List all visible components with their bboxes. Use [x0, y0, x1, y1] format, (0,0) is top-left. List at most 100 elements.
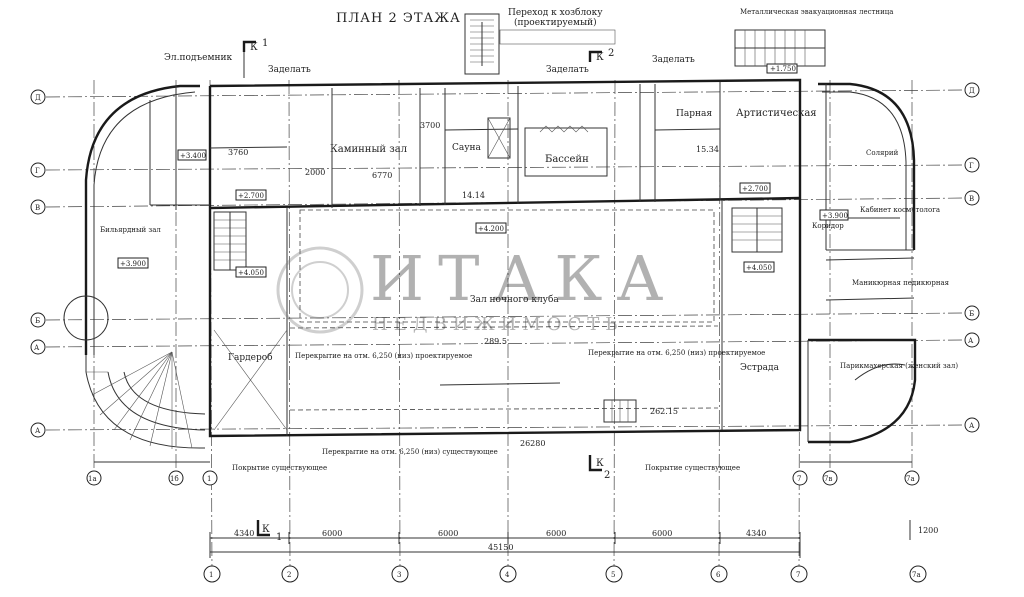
dimension-text: 15.34	[696, 145, 719, 154]
dimension-text: 26280	[520, 439, 545, 448]
svg-text:1: 1	[262, 38, 268, 49]
watermark-text: ИТАКА	[370, 242, 677, 315]
wing-axis-bubbles-right: 7 7в 7а	[792, 461, 920, 486]
watermark-logo: ИТАКА НЕДВИЖИМОСТЬ	[276, 242, 677, 335]
dimension-span: 6000	[652, 529, 672, 538]
svg-text:1б: 1б	[170, 475, 179, 483]
svg-text:1а: 1а	[88, 475, 97, 483]
note-perekrytie-exist: Перекрытие на отм. 6,250 (низ) существую…	[322, 448, 498, 456]
svg-text:Б: Б	[969, 310, 974, 318]
watermark-subtext: НЕДВИЖИМОСТЬ	[372, 314, 623, 335]
building-walls	[208, 78, 802, 438]
svg-text:В: В	[35, 204, 40, 212]
svg-text:5: 5	[611, 571, 615, 579]
note-perekrytie-proj-1: Перекрытие на отм. 6,250 (низ) проектиру…	[295, 352, 472, 360]
level-mark: +3.900	[822, 212, 848, 220]
svg-text:А: А	[34, 344, 40, 352]
level-mark: +4.200	[478, 225, 504, 233]
note-perekrytie-proj-2: Перекрытие на отм. 6,250 (низ) проектиру…	[588, 349, 765, 357]
svg-text:К: К	[596, 52, 604, 63]
room-parikmakher: Парикмахерская (женский зал)	[840, 362, 958, 370]
svg-text:7а: 7а	[912, 571, 921, 579]
dimension-text: 3700	[420, 121, 440, 130]
dimension-text: 3760	[228, 148, 248, 157]
room-manikur: Маникюрная педикюрная	[852, 279, 950, 287]
dimension-span: 6000	[546, 529, 566, 538]
room-sauna: Сауна	[452, 143, 482, 153]
note-perekhod: Переход к хозблоку	[508, 7, 603, 18]
svg-text:А: А	[35, 427, 41, 435]
left-wing-walls	[84, 84, 210, 372]
plan-title: ПЛАН 2 ЭТАЖА	[336, 11, 461, 26]
note-pokrytie-1: Покрытие существующее	[232, 464, 327, 472]
level-mark: +2.700	[238, 192, 264, 200]
svg-text:К: К	[596, 458, 604, 469]
stair-club-small	[603, 399, 637, 423]
svg-text:7а: 7а	[906, 475, 915, 483]
room-garderob: Гардероб	[228, 352, 273, 363]
pool: Бассейн	[524, 125, 608, 177]
level-mark: +3.900	[120, 260, 146, 268]
club-hall-overlays	[213, 209, 719, 431]
svg-text:1: 1	[207, 475, 211, 483]
dimension-text: 289.5	[484, 337, 507, 346]
svg-text:4: 4	[505, 571, 510, 579]
section-mark-k2-bottom: К 2	[588, 455, 610, 481]
metal-evacuation-stair: +1.750	[734, 29, 826, 74]
stair-left-block	[213, 211, 247, 271]
dimension-total: 45150	[488, 543, 513, 552]
svg-text:Г: Г	[969, 162, 974, 170]
note-zadelat-2: Заделать	[546, 65, 589, 75]
room-koridor: Коридор	[812, 222, 844, 230]
svg-text:К: К	[262, 524, 270, 535]
sauna-shaft	[487, 117, 511, 159]
room-zal-klub: Зал ночного клуба	[470, 294, 559, 305]
section-mark-k2-top: К 2	[588, 48, 614, 63]
svg-text:Д: Д	[969, 87, 975, 95]
dimension-text: 14.14	[462, 191, 485, 200]
level-1750: +1.750	[770, 65, 796, 73]
dimension-text: 262.15	[650, 407, 678, 416]
note-zadelat-1: Заделать	[268, 65, 311, 75]
svg-text:6: 6	[716, 571, 721, 579]
dimension-span: 4340	[234, 529, 254, 538]
note-metal-stair: Металлическая эвакуационная лестница	[740, 8, 893, 16]
dimension-right-ext: 1200	[918, 526, 938, 535]
svg-text:А: А	[969, 422, 975, 430]
section-mark-k1-top: К 1	[242, 38, 268, 78]
svg-text:2: 2	[287, 571, 291, 579]
note-el-podyemnik: Эл.подъемник	[164, 53, 232, 63]
level-mark: +2.700	[742, 185, 768, 193]
right-axis-letters: Д Г В Б А А	[964, 82, 980, 433]
svg-text:7: 7	[796, 571, 800, 579]
level-mark: +3.400	[180, 152, 206, 160]
svg-text:Б: Б	[35, 317, 40, 325]
room-kaminny: Каминный зал	[330, 144, 407, 155]
dimension-span: 4340	[746, 529, 766, 538]
svg-text:В: В	[969, 195, 974, 203]
svg-text:А: А	[968, 337, 974, 345]
svg-text:Д: Д	[35, 94, 41, 102]
section-mark-k1-bottom: К 1	[256, 520, 282, 543]
note-pokrytie-2: Покрытие существующее	[645, 464, 740, 472]
level-marks: +2.700 +2.700 +3.900 +4.200 +4.050 +4.05…	[117, 149, 849, 278]
note-zadelat-3: Заделать	[652, 55, 695, 65]
dimension-text: 6770	[372, 171, 392, 180]
note-perekhod-sub: (проектируемый)	[514, 17, 597, 28]
level-mark: +4.050	[238, 269, 264, 277]
svg-text:7в: 7в	[824, 475, 832, 483]
room-solyariy: Солярий	[866, 149, 899, 157]
svg-text:К: К	[250, 42, 258, 53]
svg-text:1: 1	[209, 571, 213, 579]
svg-text:3: 3	[397, 571, 401, 579]
svg-text:2: 2	[608, 48, 614, 59]
left-axis-letters: Д Г В Б А А	[30, 89, 46, 438]
bottom-dimension-chain: 4340 6000 6000 6000 6000 4340 45150 1200	[209, 520, 938, 558]
bottom-axis-bubbles: 1 2 3 4 5 6 7 7а	[203, 565, 927, 583]
dimension-span: 6000	[322, 529, 342, 538]
right-wing-walls	[807, 82, 917, 444]
room-parnaya: Парная	[676, 109, 712, 119]
room-billiard: Бильярдный зал	[100, 226, 161, 234]
stair-right-block	[731, 207, 783, 253]
